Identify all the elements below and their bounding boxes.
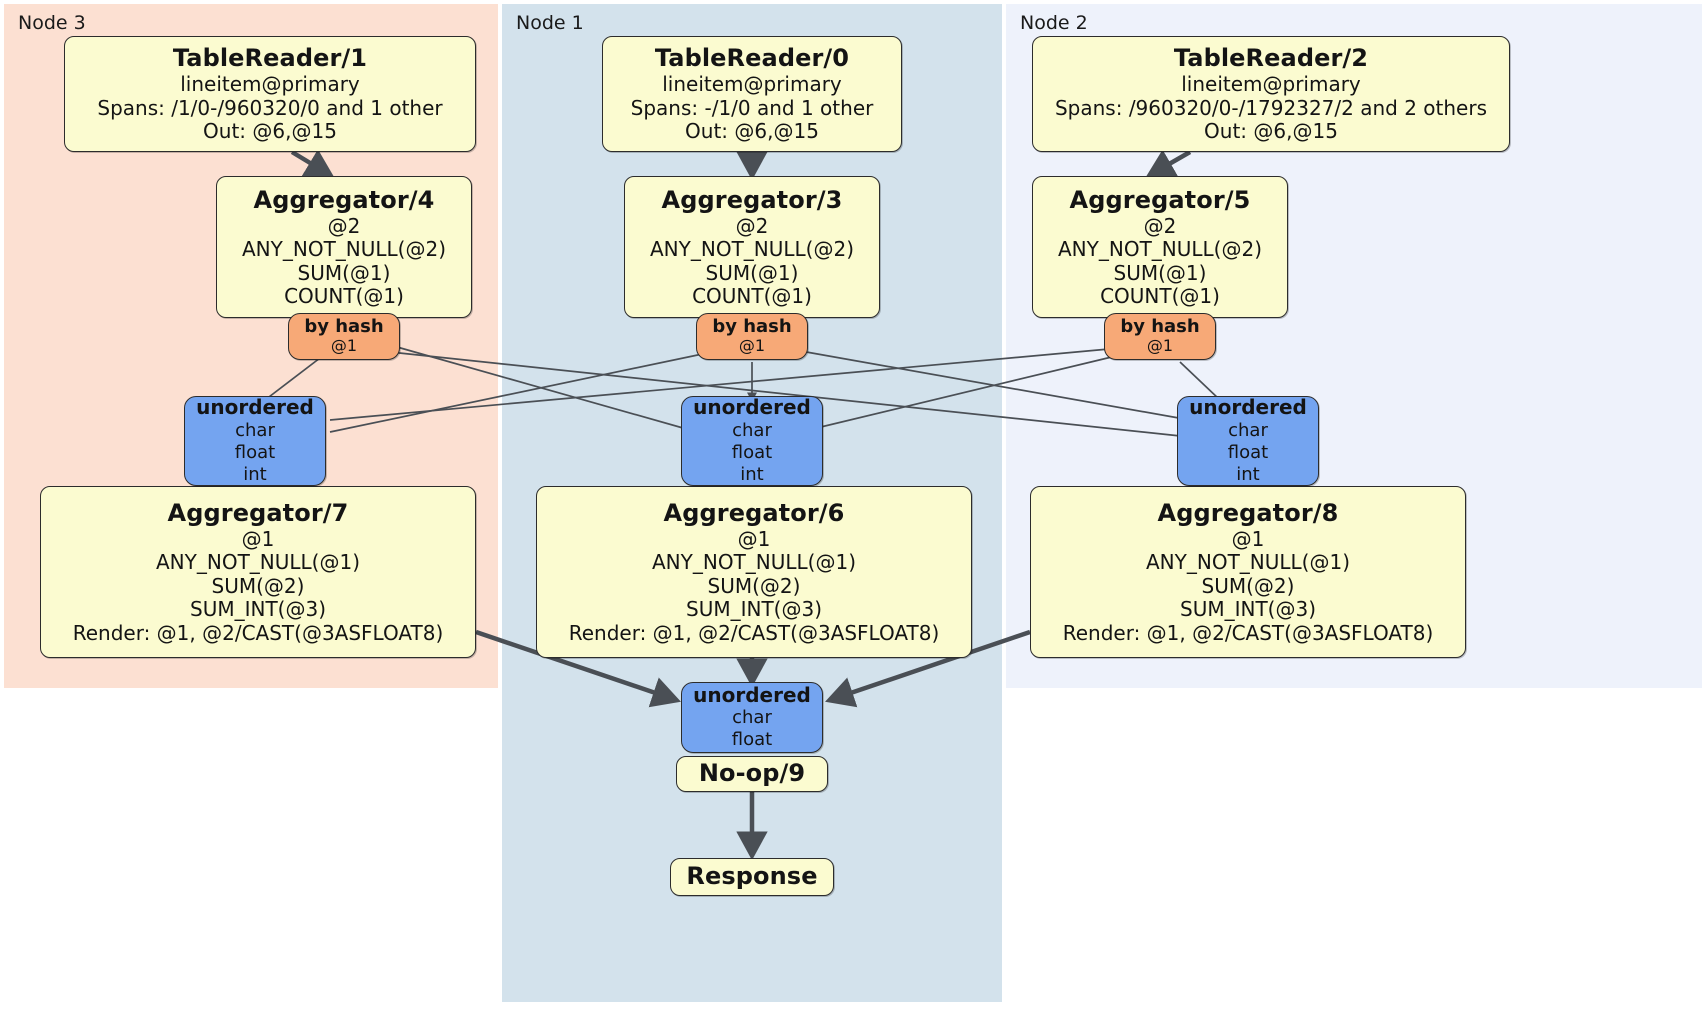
processor-line: ANY_NOT_NULL(@1): [156, 550, 360, 575]
synchronizer-unordered-8[interactable]: unordered char float int: [1177, 396, 1319, 486]
processor-line: SUM(@2): [211, 573, 305, 598]
processor-title: TableReader/0: [654, 44, 850, 73]
processor-line: SUM(@1): [705, 260, 799, 285]
processor-line: @1: [737, 527, 771, 552]
processor-title: TableReader/1: [172, 44, 368, 73]
processor-title: Aggregator/7: [167, 498, 349, 527]
processor-line: @1: [241, 527, 275, 552]
node-panel-label-node3: Node 3: [18, 12, 86, 34]
synchronizer-line: int: [243, 463, 267, 485]
synchronizer-line: int: [1236, 463, 1260, 485]
processor-aggregator-3[interactable]: Aggregator/3 @2 ANY_NOT_NULL(@2) SUM(@1)…: [624, 176, 880, 318]
processor-line: ANY_NOT_NULL(@2): [650, 237, 854, 262]
synchronizer-line: char: [235, 419, 275, 441]
processor-aggregator-4[interactable]: Aggregator/4 @2 ANY_NOT_NULL(@2) SUM(@1)…: [216, 176, 472, 318]
processor-line: COUNT(@1): [692, 283, 812, 308]
processor-line: COUNT(@1): [284, 283, 404, 308]
synchronizer-line: float: [731, 729, 773, 751]
router-by-hash-5[interactable]: by hash @1: [1104, 313, 1216, 360]
synchronizer-line: char: [732, 707, 772, 729]
processor-aggregator-6[interactable]: Aggregator/6 @1 ANY_NOT_NULL(@1) SUM(@2)…: [536, 486, 972, 658]
router-title: by hash: [712, 316, 792, 338]
processor-line: Out: @6,@15: [1204, 119, 1338, 144]
synchronizer-line: float: [731, 441, 773, 463]
processor-line: Spans: /1/0-/960320/0 and 1 other: [97, 95, 443, 120]
router-line: @1: [330, 336, 358, 356]
node-panel-label-node2: Node 2: [1020, 12, 1088, 34]
processor-line: SUM(@2): [707, 573, 801, 598]
synchronizer-title: unordered: [196, 395, 314, 420]
router-by-hash-4[interactable]: by hash @1: [288, 313, 400, 360]
synchronizer-title: unordered: [693, 395, 811, 420]
synchronizer-line: char: [732, 419, 772, 441]
processor-table-reader-0[interactable]: TableReader/0 lineitem@primary Spans: -/…: [602, 36, 902, 152]
processor-line: Out: @6,@15: [203, 119, 337, 144]
processor-line: ANY_NOT_NULL(@1): [1146, 550, 1350, 575]
synchronizer-title: unordered: [693, 682, 811, 707]
processor-line: lineitem@primary: [180, 72, 360, 97]
processor-aggregator-7[interactable]: Aggregator/7 @1 ANY_NOT_NULL(@1) SUM(@2)…: [40, 486, 476, 658]
processor-line: Spans: /960320/0-/1792327/2 and 2 others: [1054, 95, 1487, 120]
processor-line: COUNT(@1): [1100, 283, 1220, 308]
processor-title: Aggregator/4: [253, 185, 435, 214]
processor-line: ANY_NOT_NULL(@2): [1058, 237, 1262, 262]
processor-aggregator-5[interactable]: Aggregator/5 @2 ANY_NOT_NULL(@2) SUM(@1)…: [1032, 176, 1288, 318]
processor-line: @2: [327, 213, 361, 238]
processor-line: SUM(@1): [297, 260, 391, 285]
processor-line: Out: @6,@15: [685, 119, 819, 144]
synchronizer-unordered-final[interactable]: unordered char float: [681, 682, 823, 753]
synchronizer-line: char: [1228, 419, 1268, 441]
processor-line: @2: [1143, 213, 1177, 238]
synchronizer-line: int: [740, 463, 764, 485]
processor-line: SUM_INT(@3): [190, 597, 326, 622]
processor-aggregator-8[interactable]: Aggregator/8 @1 ANY_NOT_NULL(@1) SUM(@2)…: [1030, 486, 1466, 658]
synchronizer-title: unordered: [1189, 395, 1307, 420]
router-title: by hash: [304, 316, 384, 338]
processor-line: lineitem@primary: [662, 72, 842, 97]
processor-line: SUM_INT(@3): [1180, 597, 1316, 622]
router-by-hash-3[interactable]: by hash @1: [696, 313, 808, 360]
processor-title: Aggregator/3: [661, 185, 843, 214]
synchronizer-line: float: [1227, 441, 1269, 463]
processor-line: ANY_NOT_NULL(@2): [242, 237, 446, 262]
synchronizer-line: float: [234, 441, 276, 463]
processor-line: Render: @1, @2/CAST(@3ASFLOAT8): [72, 620, 444, 645]
processor-line: SUM(@1): [1113, 260, 1207, 285]
processor-title: Aggregator/8: [1157, 498, 1339, 527]
processor-line: SUM(@2): [1201, 573, 1295, 598]
processor-title: Aggregator/6: [663, 498, 845, 527]
synchronizer-unordered-7[interactable]: unordered char float int: [184, 396, 326, 486]
router-line: @1: [1146, 336, 1174, 356]
router-title: by hash: [1120, 316, 1200, 338]
node-panel-label-node1: Node 1: [516, 12, 584, 34]
processor-noop-9[interactable]: No-op/9: [676, 756, 828, 792]
processor-response[interactable]: Response: [670, 858, 834, 896]
processor-table-reader-2[interactable]: TableReader/2 lineitem@primary Spans: /9…: [1032, 36, 1510, 152]
processor-line: Spans: -/1/0 and 1 other: [630, 95, 874, 120]
processor-title: No-op/9: [698, 759, 806, 788]
processor-line: Render: @1, @2/CAST(@3ASFLOAT8): [568, 620, 940, 645]
processor-line: @2: [735, 213, 769, 238]
processor-title: TableReader/2: [1173, 44, 1369, 73]
processor-line: Render: @1, @2/CAST(@3ASFLOAT8): [1062, 620, 1434, 645]
processor-table-reader-1[interactable]: TableReader/1 lineitem@primary Spans: /1…: [64, 36, 476, 152]
processor-title: Aggregator/5: [1069, 185, 1251, 214]
processor-line: SUM_INT(@3): [686, 597, 822, 622]
processor-line: @1: [1231, 527, 1265, 552]
synchronizer-unordered-6[interactable]: unordered char float int: [681, 396, 823, 486]
router-line: @1: [738, 336, 766, 356]
processor-line: ANY_NOT_NULL(@1): [652, 550, 856, 575]
processor-title: Response: [686, 862, 818, 891]
processor-line: lineitem@primary: [1181, 72, 1361, 97]
